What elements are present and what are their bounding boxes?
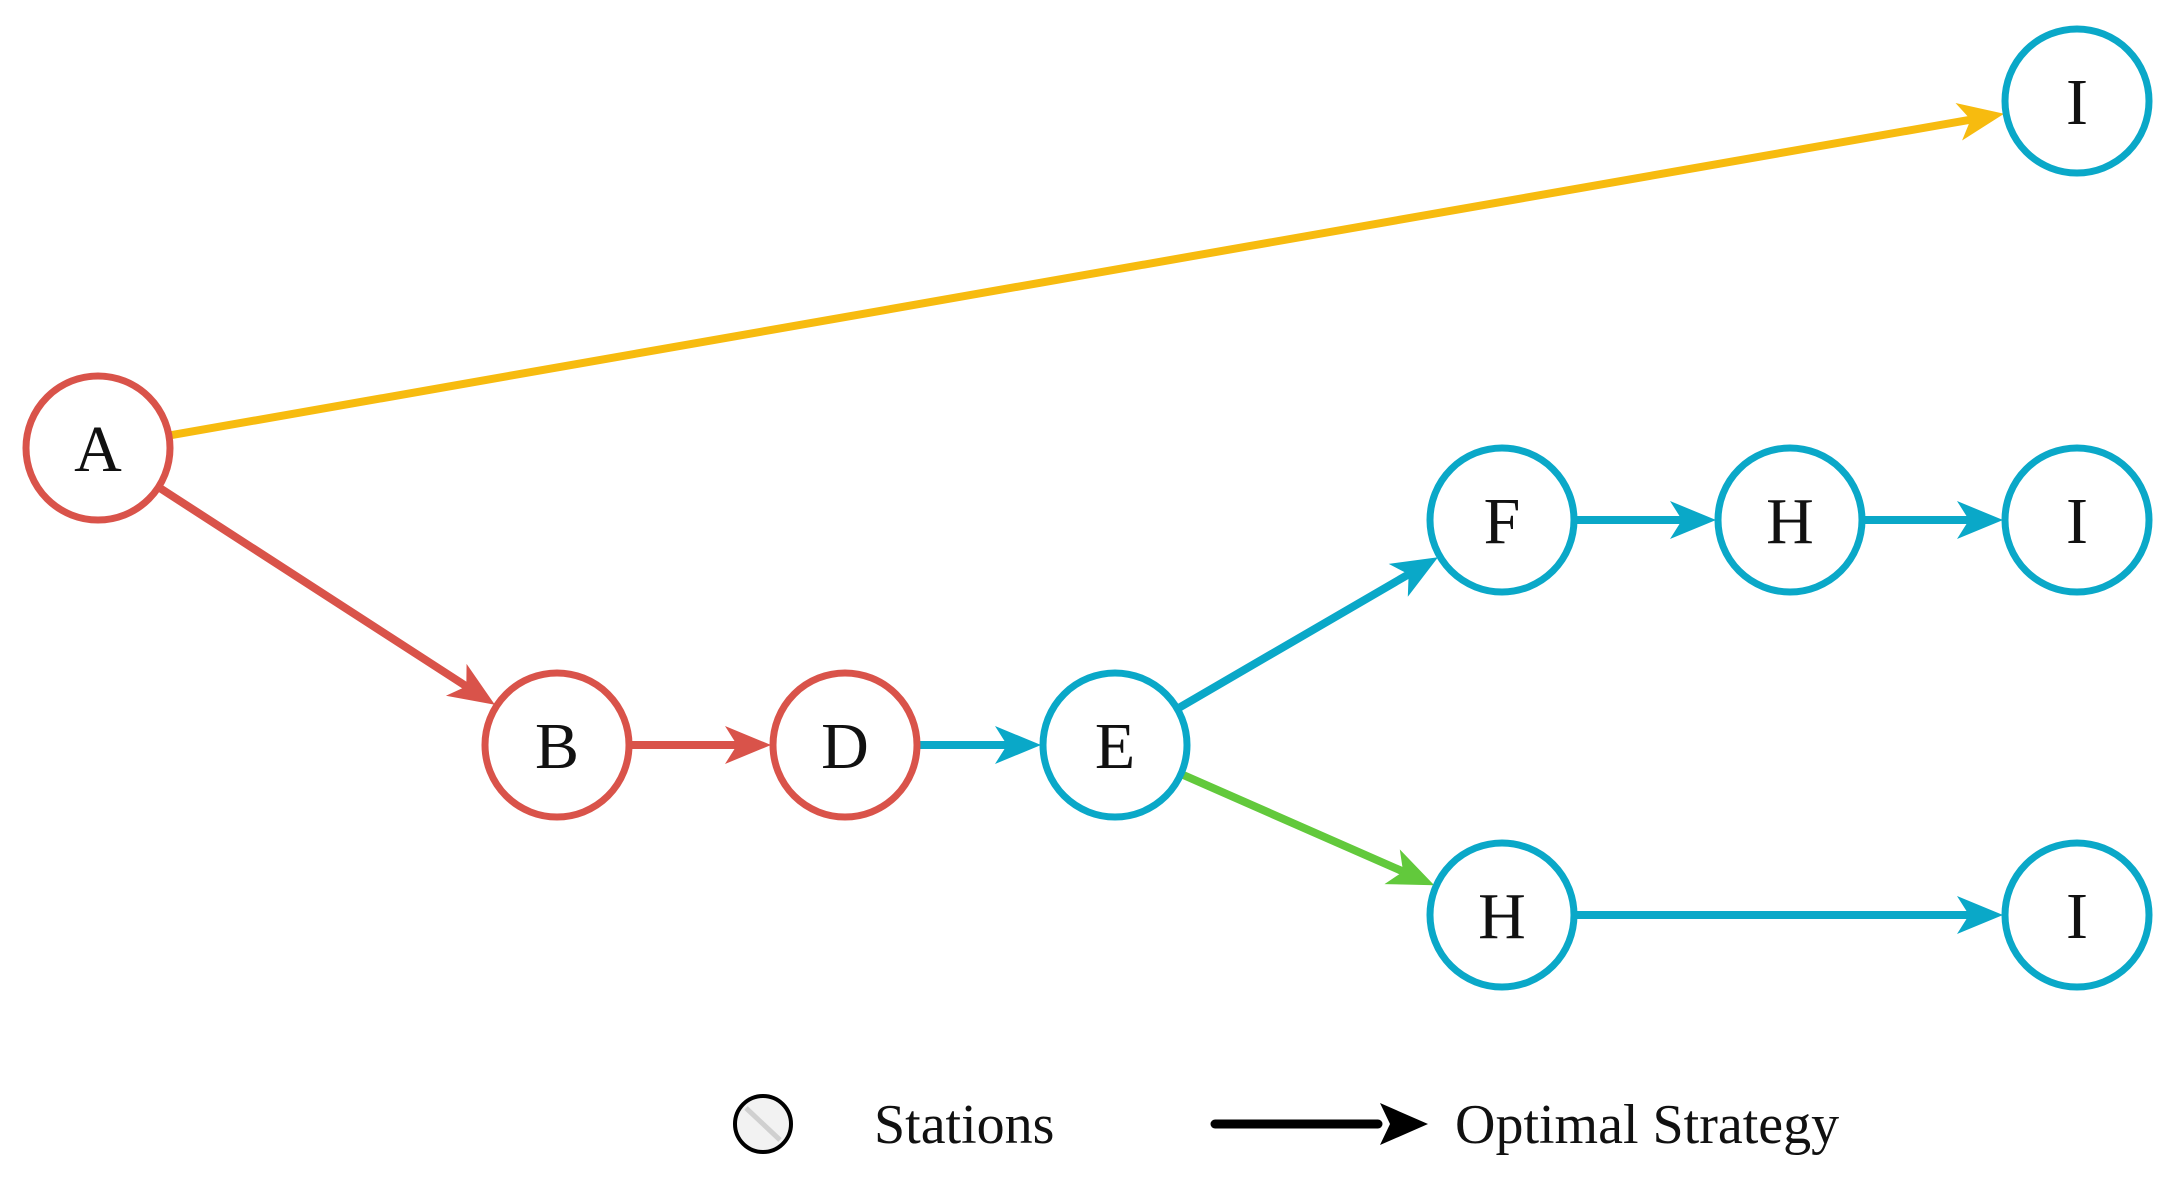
legend: Stations Optimal Strategy <box>733 1094 1839 1156</box>
edge-h1-to-i1 <box>1860 501 2003 539</box>
station-node-h1: H <box>1714 444 1866 596</box>
nodes-layer: A B D E F H I H I I <box>22 25 2153 991</box>
station-label: D <box>821 710 869 783</box>
legend-stations-label: Stations <box>874 1094 1054 1156</box>
station-label: I <box>2066 66 2088 139</box>
station-node-e: E <box>1039 669 1191 821</box>
station-node-a: A <box>22 372 174 524</box>
station-node-f: F <box>1426 444 1578 596</box>
arrowhead-icon <box>995 726 1041 764</box>
arrowhead-icon <box>1388 557 1439 597</box>
arrowhead-icon <box>445 663 495 705</box>
arrowhead-icon <box>1955 103 2005 141</box>
station-node-i2: I <box>2001 839 2153 991</box>
station-label: E <box>1095 710 1135 783</box>
legend-station-swatch <box>733 1094 793 1154</box>
edge-e-to-f <box>1174 557 1439 712</box>
station-label: H <box>1478 880 1526 953</box>
station-label: A <box>74 413 122 486</box>
station-node-i3: I <box>2001 25 2153 177</box>
station-label: I <box>2066 880 2088 953</box>
station-node-b: B <box>481 669 633 821</box>
edge-f-to-h1 <box>1572 501 1716 539</box>
arrowhead-icon <box>1957 896 2003 934</box>
station-label: H <box>1766 485 1814 558</box>
edges-layer <box>156 103 2005 934</box>
edge-h2-to-i2 <box>1572 896 2003 934</box>
arrowhead-icon <box>725 726 771 764</box>
arrowhead-icon <box>1670 501 1716 539</box>
station-node-h2: H <box>1426 839 1578 991</box>
station-label: B <box>535 710 579 783</box>
station-label: I <box>2066 485 2088 558</box>
arrowhead-icon <box>1957 501 2003 539</box>
legend-arrow-icon <box>1210 1103 1428 1145</box>
station-node-i1: I <box>2001 444 2153 596</box>
edge-e-to-h2 <box>1178 770 1435 886</box>
station-node-d: D <box>769 669 921 821</box>
arrowhead-icon <box>1384 849 1435 886</box>
legend-strategy-label: Optimal Strategy <box>1455 1094 1839 1156</box>
edge-a-to-i3 <box>166 103 2005 440</box>
edge-d-to-e <box>915 726 1041 764</box>
station-label: F <box>1484 485 1521 558</box>
edge-b-to-d <box>627 726 771 764</box>
edge-a-to-b <box>156 484 495 705</box>
